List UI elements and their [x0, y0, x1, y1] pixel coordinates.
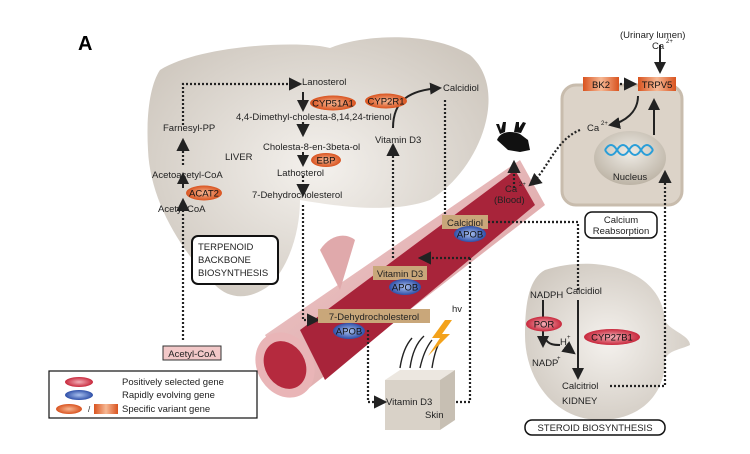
svg-text:STEROID BIOSYNTHESIS: STEROID BIOSYNTHESIS	[537, 423, 652, 434]
svg-text:Reabsorption: Reabsorption	[593, 226, 650, 237]
lightning-icon	[428, 320, 452, 356]
legend-variant-rect-swatch	[94, 404, 118, 414]
svg-text:CYP27B1: CYP27B1	[591, 333, 633, 344]
gene-apob-3[interactable]: APOB	[454, 226, 486, 242]
cell-ca-sup: 2+	[601, 121, 608, 127]
gene-bk2[interactable]: BK2	[583, 77, 619, 91]
gene-apob-2[interactable]: APOB	[389, 279, 421, 295]
calcium-reabsorption-box: Calcium Reabsorption	[584, 211, 658, 239]
svg-text:BACKBONE: BACKBONE	[198, 255, 251, 266]
svg-text:APOB: APOB	[392, 283, 418, 294]
gene-acat2[interactable]: ACAT2	[186, 185, 222, 201]
legend-positive-swatch	[65, 377, 93, 387]
svg-text:EBP: EBP	[316, 156, 335, 167]
skin-cube	[385, 335, 455, 430]
steroid-pathway-box: STEROID BIOSYNTHESIS	[524, 419, 666, 436]
nadp-label: NADP	[532, 358, 558, 369]
dehydrocholesterol-box: 7-Dehydrocholesterol	[318, 309, 430, 323]
legend-separator: /	[88, 405, 91, 414]
lathosterol-label: Lathosterol	[277, 168, 324, 179]
nadp-sup: +	[557, 356, 561, 362]
blood-label: (Blood)	[494, 195, 525, 206]
svg-text:Acetyl-CoA: Acetyl-CoA	[168, 349, 216, 360]
svg-text:CYP51A1: CYP51A1	[312, 99, 354, 110]
legend-rapid-label: Rapidly evolving gene	[122, 390, 215, 401]
lanosterol-label: Lanosterol	[302, 77, 346, 88]
gene-cyp27b1[interactable]: CYP27B1	[584, 329, 640, 345]
gene-por[interactable]: POR	[526, 316, 562, 332]
svg-text:Calcium: Calcium	[604, 215, 638, 226]
legend-rapid-swatch	[65, 390, 93, 400]
gene-apob-1[interactable]: APOB	[333, 323, 365, 339]
skin-vitamin-d3-label: Vitamin D3	[386, 397, 432, 408]
svg-text:APOB: APOB	[457, 230, 483, 241]
blood-ca-label: Ca	[505, 184, 518, 195]
lumen-ca-label: Ca	[652, 41, 665, 52]
nadph-label: NADPH	[530, 290, 563, 301]
kidney-label: KIDNEY	[562, 396, 598, 407]
liver-calcidiol-label: Calcidiol	[443, 83, 479, 94]
skin-label: Skin	[425, 410, 443, 421]
h-label: H	[560, 337, 567, 348]
svg-text:APOB: APOB	[336, 327, 362, 338]
trienol-label: 4,4-Dimethyl-cholesta-8,14,24-trienol	[236, 112, 392, 123]
terpenoid-pathway-box: TERPENOID BACKBONE BIOSYNTHESIS	[191, 235, 279, 285]
svg-text:CYP2R1: CYP2R1	[368, 97, 405, 108]
urinary-lumen-label: (Urinary lumen)	[620, 30, 685, 41]
svg-text:TERPENOID: TERPENOID	[198, 242, 254, 253]
reindeer-icon	[496, 122, 530, 152]
svg-text:Vitamin D3: Vitamin D3	[377, 269, 423, 280]
kidney-calcidiol-label: Calcidiol	[566, 286, 602, 297]
svg-text:POR: POR	[534, 320, 555, 331]
cholesta-label: Cholesta-8-en-3beta-ol	[263, 142, 360, 153]
svg-text:7-Dehydrocholesterol: 7-Dehydrocholesterol	[329, 312, 419, 323]
liver-label: LIVER	[225, 152, 253, 163]
nucleus-label: Nucleus	[613, 172, 648, 183]
legend-variant-ellipse-swatch	[56, 404, 82, 414]
hv-label: hv	[452, 304, 462, 315]
gene-trpv5[interactable]: TRPV5	[638, 77, 676, 91]
gene-cyp51a1[interactable]: CYP51A1	[310, 95, 356, 111]
svg-text:TRPV5: TRPV5	[642, 80, 673, 91]
farnesyl-label: Farnesyl-PP	[163, 123, 215, 134]
gene-cyp2r1[interactable]: CYP2R1	[365, 93, 407, 109]
svg-text:BK2: BK2	[592, 80, 610, 91]
dehydrocholesterol-label: 7-Dehydrocholesterol	[252, 190, 342, 201]
legend-variant-label: Specific variant gene	[122, 404, 210, 415]
panel-label: A	[78, 33, 92, 55]
blood-ca-sup: 2+	[519, 182, 526, 188]
vitamin-d3-box: Vitamin D3	[373, 266, 427, 280]
acetyl-label: Acetyl-CoA	[158, 204, 206, 215]
svg-text:BIOSYNTHESIS: BIOSYNTHESIS	[198, 268, 268, 279]
svg-text:ACAT2: ACAT2	[189, 189, 219, 200]
acetoacetyl-label: Acetoacetyl-CoA	[152, 170, 223, 181]
legend: Positively selected gene Rapidly evolvin…	[48, 370, 258, 419]
liver-vitamin-d3-label: Vitamin D3	[375, 135, 421, 146]
legend-positive-label: Positively selected gene	[122, 377, 224, 388]
svg-text:Calcidiol: Calcidiol	[447, 218, 483, 229]
acetyl-coa-box: Acetyl-CoA	[162, 345, 222, 361]
lumen-ca-sup: 2+	[666, 39, 673, 45]
cell-ca-label: Ca	[587, 123, 600, 134]
h-sup: +	[567, 335, 571, 341]
calcitriol-label: Calcitriol	[562, 381, 598, 392]
calcidiol-box: Calcidiol	[442, 215, 488, 229]
gene-ebp[interactable]: EBP	[311, 153, 341, 167]
